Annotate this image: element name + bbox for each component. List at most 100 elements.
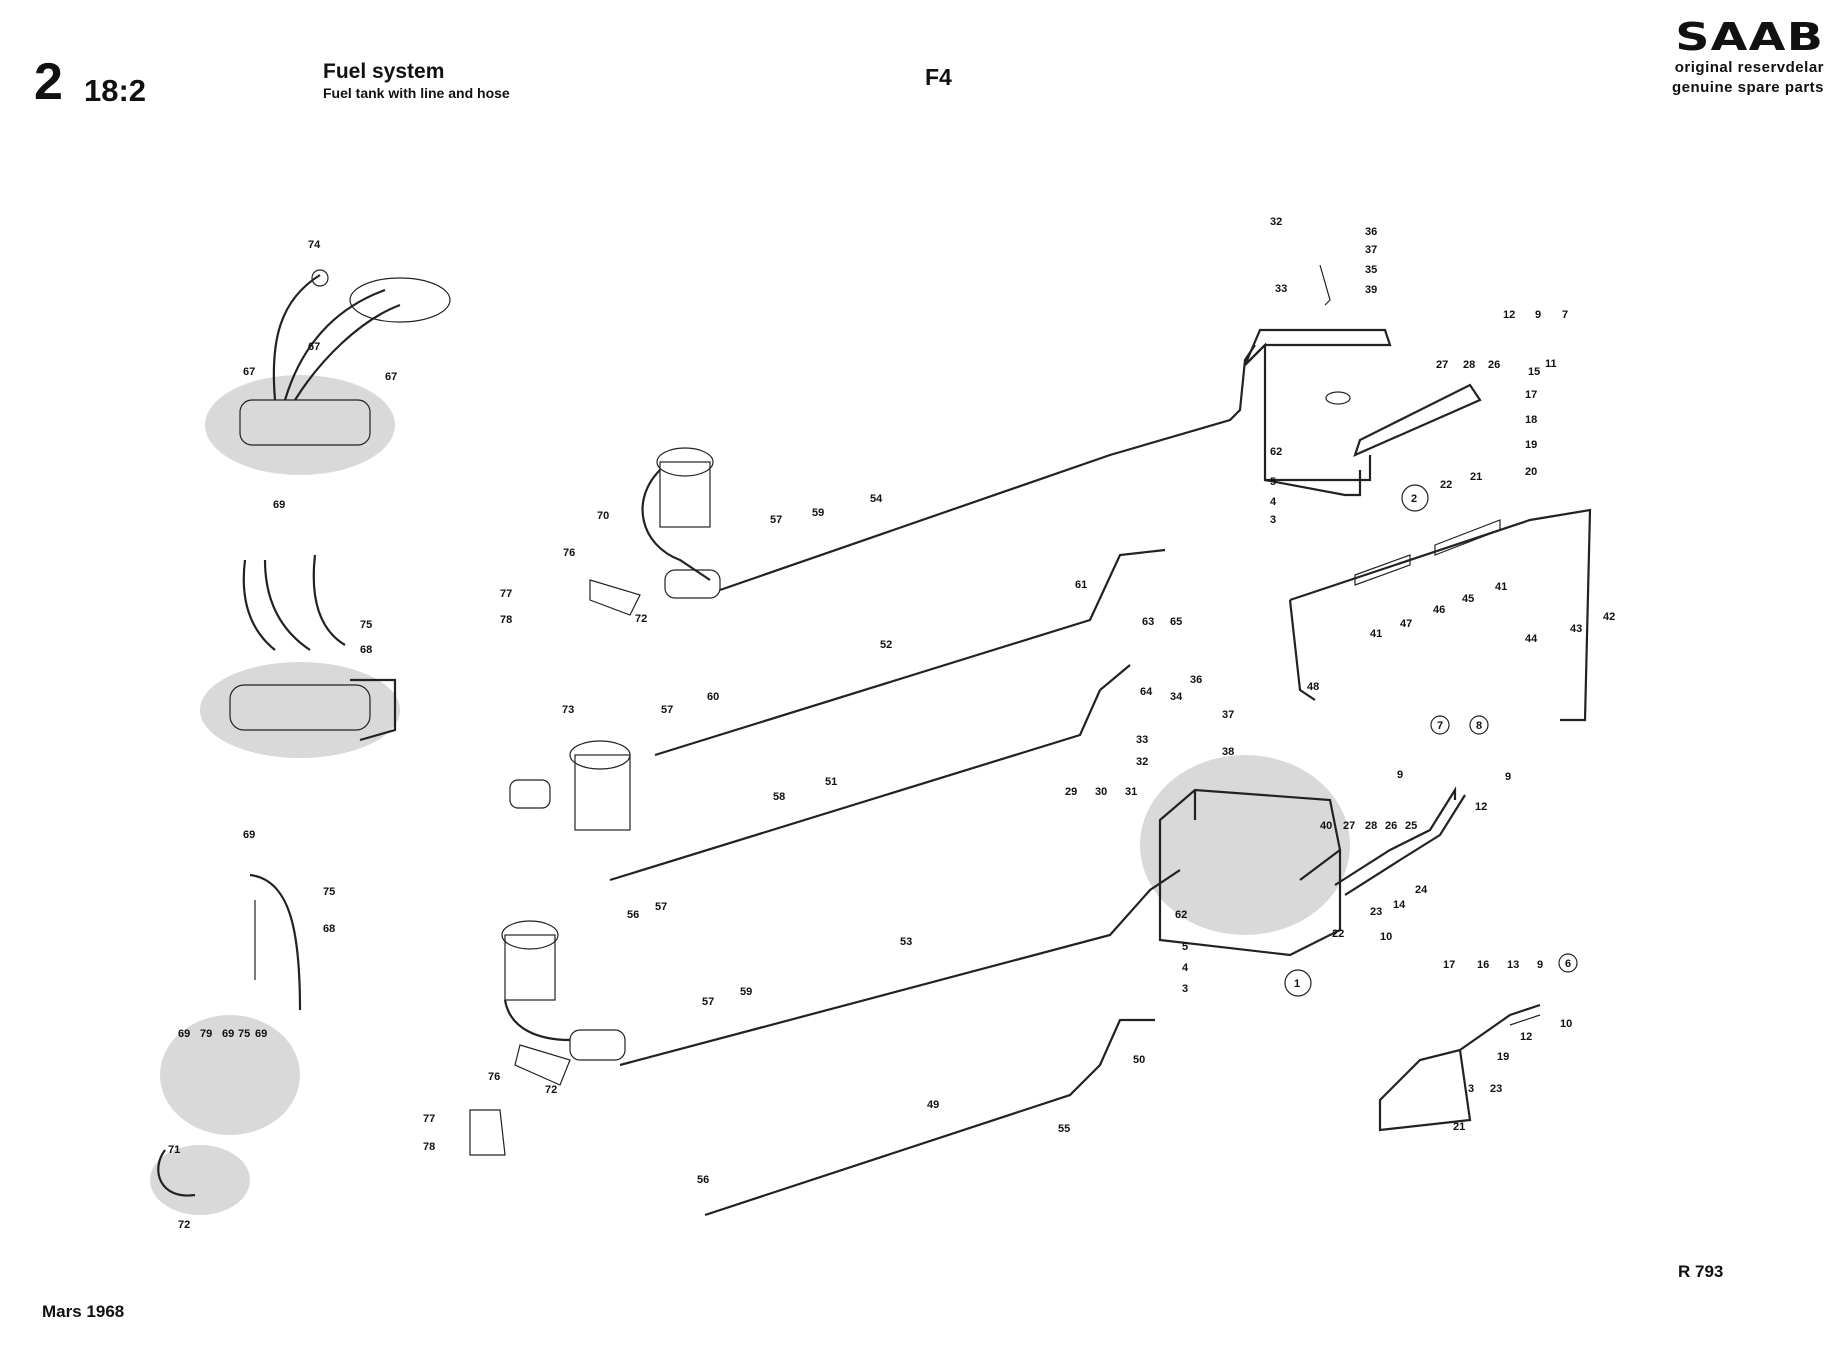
- part-label-33: 33: [1136, 734, 1148, 746]
- detail-shade-tank-1: [1140, 755, 1350, 935]
- part-label-51: 51: [825, 776, 837, 788]
- part-label-49: 49: [927, 1099, 939, 1111]
- part-label-24: 24: [1415, 884, 1428, 896]
- part-label-19: 19: [1497, 1051, 1509, 1063]
- part-label-23: 23: [1490, 1083, 1502, 1095]
- detail-shade-engine-top: [205, 375, 395, 475]
- part-label-9: 9: [1397, 769, 1403, 781]
- callout-circle-2: [1401, 484, 1429, 512]
- filler-neck-lower-right: [1378, 1003, 1541, 1132]
- part-label-62: 62: [1175, 909, 1187, 921]
- part-label-63: 63: [1142, 616, 1154, 628]
- part-label-16: 16: [1477, 959, 1489, 971]
- part-label-74: 74: [308, 239, 321, 251]
- part-label-68: 68: [360, 644, 372, 656]
- part-label-75: 75: [323, 886, 335, 898]
- fuel-tank-1: [1158, 786, 1466, 957]
- part-label-12: 12: [1475, 801, 1487, 813]
- part-label-71: 71: [168, 1144, 180, 1156]
- part-label-4: 4: [1270, 496, 1277, 508]
- part-label-3: 3: [1468, 1083, 1474, 1095]
- fuel-pump-middle: [509, 740, 631, 831]
- part-label-27: 27: [1436, 359, 1448, 371]
- part-label-69: 69: [178, 1028, 190, 1040]
- part-label-38: 38: [1222, 746, 1234, 758]
- part-label-57: 57: [655, 901, 667, 913]
- detail-shade-engine-mid: [200, 662, 400, 758]
- part-label-21: 21: [1470, 471, 1482, 483]
- part-label-56: 56: [697, 1174, 709, 1186]
- part-label-15: 15: [1528, 366, 1540, 378]
- detail-shade-pump-bottom: [150, 1145, 250, 1215]
- part-label-47: 47: [1400, 618, 1412, 630]
- part-label-5: 5: [1270, 476, 1276, 488]
- part-label-45: 45: [1462, 593, 1474, 605]
- part-label-35: 35: [1365, 264, 1377, 276]
- part-label-37: 37: [1365, 244, 1377, 256]
- part-label-3: 3: [1182, 983, 1188, 995]
- part-label-57: 57: [702, 996, 714, 1008]
- part-label-7: 7: [1562, 309, 1568, 321]
- detail-shade-pump-low: [160, 1015, 300, 1135]
- part-label-67: 67: [243, 366, 255, 378]
- callout-label-6: 6: [1565, 958, 1571, 970]
- callout-label-8: 8: [1476, 720, 1482, 732]
- part-label-62: 62: [1270, 446, 1282, 458]
- fuel-pump-upper: [589, 447, 721, 616]
- part-label-48: 48: [1307, 681, 1319, 693]
- fuel-line-52: [654, 548, 1166, 757]
- brand-line-1: original reservdelar: [1674, 59, 1824, 76]
- part-label-32: 32: [1270, 216, 1282, 228]
- brand-line-2: genuine spare parts: [1671, 79, 1824, 96]
- part-label-21: 21: [1453, 1121, 1465, 1133]
- part-label-10: 10: [1560, 1018, 1572, 1030]
- part-label-34: 34: [1170, 691, 1183, 703]
- part-label-13: 13: [1507, 959, 1519, 971]
- part-label-42: 42: [1603, 611, 1615, 623]
- part-label-75: 75: [238, 1028, 250, 1040]
- part-label-60: 60: [707, 691, 719, 703]
- part-label-72: 72: [545, 1084, 557, 1096]
- part-label-36: 36: [1365, 226, 1377, 238]
- part-label-56: 56: [627, 909, 639, 921]
- part-label-40: 40: [1320, 820, 1332, 832]
- part-label-28: 28: [1365, 820, 1377, 832]
- part-label-4: 4: [1182, 962, 1189, 974]
- part-label-76: 76: [488, 1071, 500, 1083]
- callout-label-7: 7: [1437, 720, 1443, 732]
- engine-detail-top: [239, 269, 451, 446]
- callout-circle-1: [1284, 969, 1312, 997]
- part-label-58: 58: [773, 791, 785, 803]
- part-label-3: 3: [1270, 514, 1276, 526]
- part-label-17: 17: [1443, 959, 1455, 971]
- part-label-14: 14: [1393, 899, 1406, 911]
- part-label-28: 28: [1463, 359, 1475, 371]
- fuel-line-53: [619, 869, 1181, 1067]
- part-label-78: 78: [423, 1141, 435, 1153]
- part-label-9: 9: [1537, 959, 1543, 971]
- footer-date: Mars 1968: [42, 1302, 125, 1321]
- part-label-78: 78: [500, 614, 512, 626]
- part-label-20: 20: [1525, 466, 1537, 478]
- part-label-69: 69: [222, 1028, 234, 1040]
- part-label-59: 59: [812, 507, 824, 519]
- section-number: 18:2: [84, 73, 147, 108]
- part-label-12: 12: [1520, 1031, 1532, 1043]
- part-label-41: 41: [1370, 628, 1382, 640]
- part-label-59: 59: [740, 986, 752, 998]
- fuel-line-49: [704, 1018, 1155, 1217]
- part-label-64: 64: [1140, 686, 1153, 698]
- part-label-19: 19: [1525, 439, 1537, 451]
- part-label-76: 76: [563, 547, 575, 559]
- part-label-79: 79: [200, 1028, 212, 1040]
- page-subtitle: Fuel tank with line and hose: [323, 85, 510, 101]
- part-label-23: 23: [1370, 906, 1382, 918]
- part-label-31: 31: [1125, 786, 1137, 798]
- part-label-67: 67: [308, 341, 320, 353]
- part-label-5: 5: [1182, 941, 1188, 953]
- part-label-12: 12: [1503, 309, 1515, 321]
- tank-strap-bracket: [1288, 508, 1592, 722]
- part-label-30: 30: [1095, 786, 1107, 798]
- part-label-27: 27: [1343, 820, 1355, 832]
